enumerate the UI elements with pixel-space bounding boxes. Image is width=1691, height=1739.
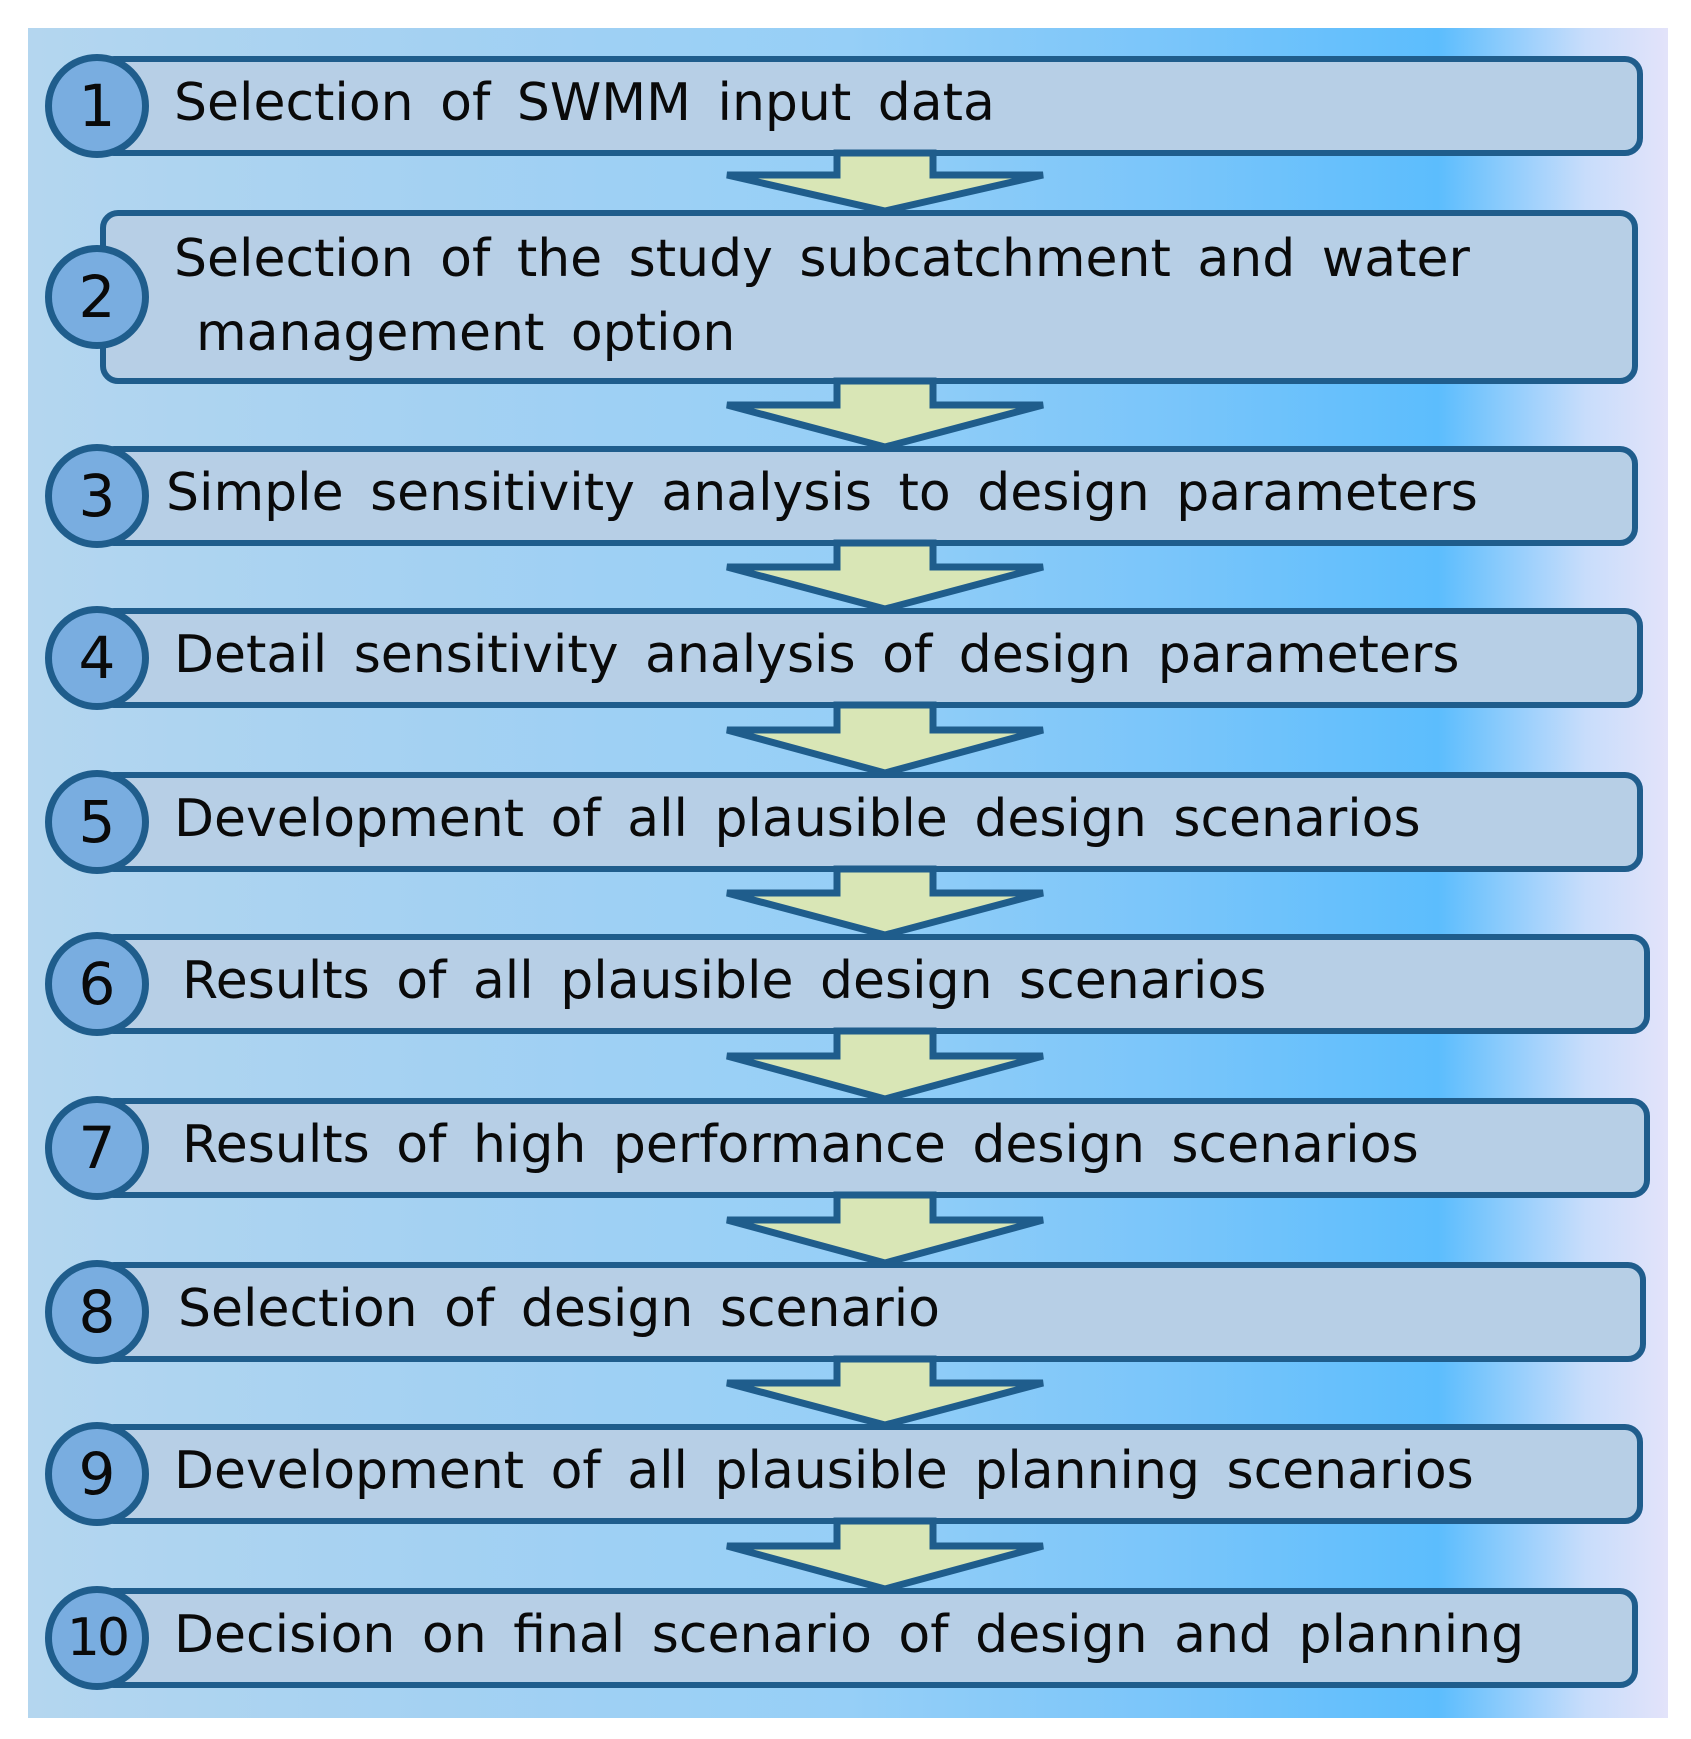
arrow-shape [726,539,1044,613]
step-number-8: 8 [45,1260,149,1364]
step-number-1: 1 [45,54,149,158]
step-number-9: 9 [45,1422,149,1526]
arrow-down-icon [726,1027,1044,1103]
arrow-down-icon [726,539,1044,613]
step-box-1 [96,56,1643,156]
step-number-7: 7 [45,1096,149,1200]
step-box-4 [96,608,1643,708]
step-number-4: 4 [45,606,149,710]
arrow-shape [726,1027,1044,1103]
step-number-3: 3 [45,444,149,548]
arrow-shape [726,149,1044,215]
step-label-8: Selection of design scenario [178,1279,940,1339]
step-number-5: 5 [45,770,149,874]
arrow-shape [726,1355,1044,1429]
step-label-2-line-1: Selection of the study subcatchment and … [174,229,1470,289]
arrow-down-icon [726,1191,1044,1267]
step-number-2: 2 [45,245,149,349]
step-box-10 [96,1588,1638,1688]
step-label-9: Development of all plausible planning sc… [174,1441,1474,1501]
arrow-down-icon [726,865,1044,939]
arrow-down-icon [726,701,1044,777]
step-box-8 [96,1262,1646,1362]
step-label-2-line-2: management option [196,303,736,363]
step-label-7: Results of high performance design scena… [182,1115,1419,1175]
arrow-shape [726,1191,1044,1267]
step-label-6: Results of all plausible design scenario… [182,951,1267,1011]
step-label-5: Development of all plausible design scen… [174,789,1421,849]
arrow-down-icon [726,377,1044,451]
step-number-10: 10 [45,1586,149,1690]
arrow-shape [726,865,1044,939]
step-label-3: Simple sensitivity analysis to design pa… [166,463,1478,523]
arrow-shape [726,1517,1044,1593]
step-label-1: Selection of SWMM input data [174,73,995,133]
step-label-4: Detail sensitivity analysis of design pa… [174,625,1460,685]
arrow-shape [726,701,1044,777]
arrow-down-icon [726,149,1044,215]
arrow-down-icon [726,1517,1044,1593]
arrow-shape [726,377,1044,451]
arrow-down-icon [726,1355,1044,1429]
step-box-7 [96,1098,1650,1198]
step-number-6: 6 [45,932,149,1036]
step-label-10: Decision on final scenario of design and… [174,1605,1525,1665]
step-box-3 [96,446,1638,546]
